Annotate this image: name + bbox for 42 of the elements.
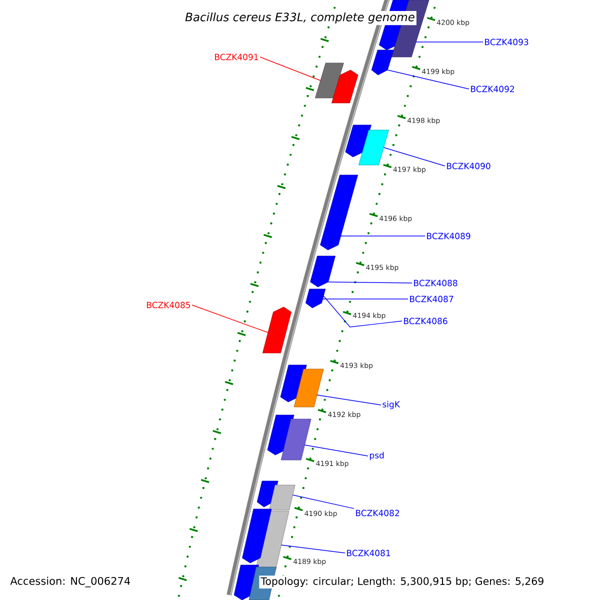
gene-feature: [345, 124, 372, 158]
gene-feature: [320, 174, 358, 250]
gene-label: BCZK4089: [427, 232, 470, 240]
gene-feature: [267, 414, 294, 456]
gene-block: [294, 368, 324, 408]
gene-feature: [310, 256, 336, 288]
leader-line: [260, 56, 321, 81]
leader-line: [192, 304, 268, 333]
leader-line: [383, 147, 446, 166]
gene-label: BCZK4081: [347, 550, 390, 556]
leader-line: [316, 394, 382, 406]
gene-label: BCZK4087: [410, 296, 454, 302]
gene-label: BCZK4082: [356, 510, 399, 516]
gene-label: BCZK4090: [447, 162, 490, 170]
topology-label: Topology: circular; Length: 5,300,915 bp; Genes: 5,269: [259, 576, 546, 588]
leader-line: [304, 444, 368, 456]
gene-block: [358, 130, 389, 166]
gene-block: [280, 418, 312, 460]
gene-label: BCZK4085: [146, 302, 190, 308]
gene-block: [315, 62, 344, 98]
gene-feature: [306, 288, 326, 308]
gene-feature: [256, 480, 278, 508]
gene-feature: [280, 364, 307, 402]
leader-line: [322, 298, 408, 300]
leader-line: [328, 282, 412, 284]
leader-line: [280, 544, 346, 554]
gene-label: psd: [370, 452, 384, 460]
gene-label: BCZK4086: [404, 318, 448, 324]
accession-label: Accession: NC_006274: [10, 576, 130, 588]
gene-block: [269, 484, 296, 510]
gene-label: BCZK4091: [215, 54, 258, 60]
gene-label: BCZK4088: [414, 280, 458, 286]
leader-line: [387, 70, 470, 90]
gene-label: BCZK4093: [485, 38, 528, 46]
leader-line: [292, 494, 354, 509]
title: Bacillus cereus E33L, complete genome: [184, 10, 416, 26]
leader-line: [323, 296, 402, 328]
gene-label: BCZK4092: [471, 86, 514, 92]
gene-feature: [262, 306, 292, 354]
gene-feature: [332, 70, 358, 104]
gene-feature: [371, 50, 394, 76]
gene-label: sigK: [382, 400, 400, 410]
